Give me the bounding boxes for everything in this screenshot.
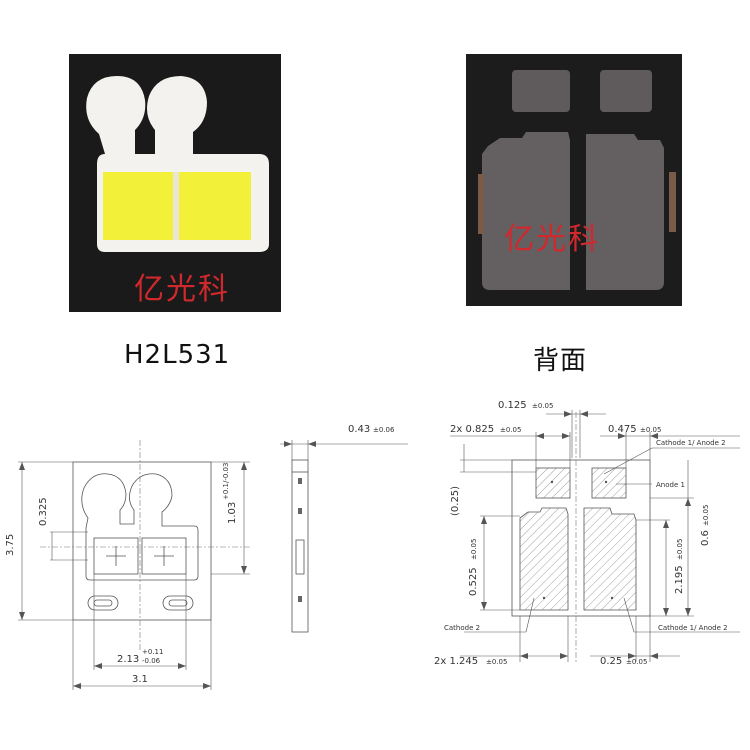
back-dim-right-low: 2.195 bbox=[674, 565, 685, 594]
back-dim-left-top: (0.25) bbox=[450, 486, 461, 516]
back-right-top-tol: ±0.05 bbox=[640, 426, 661, 434]
back-label-cathode1-anode2-top: Cathode 1/ Anode 2 bbox=[656, 439, 726, 447]
front-right-dim-label: 1.03 bbox=[227, 502, 238, 524]
front-inner-width-tol-top: +0.11 bbox=[142, 648, 163, 656]
back-drawing: 0.125 ±0.05 2x 0.825 ±0.05 0.475 ±0.05 C… bbox=[434, 400, 740, 667]
front-width-label: 3.1 bbox=[132, 674, 148, 685]
back-bottom-left-tol: ±0.05 bbox=[486, 658, 507, 666]
back-bottom-right-label: 0.25 bbox=[600, 656, 622, 667]
front-inner-width-label: 2.13 bbox=[117, 654, 139, 665]
back-dim-left-low-tol: ±0.05 bbox=[470, 539, 478, 560]
front-led-graphic bbox=[69, 54, 281, 312]
side-thickness-tol: ±0.06 bbox=[373, 426, 395, 434]
back-pad-width-tol: ±0.05 bbox=[500, 426, 521, 434]
front-watermark: 亿光科 bbox=[134, 272, 230, 307]
front-led-photo bbox=[69, 54, 281, 312]
back-label-cathode2: Cathode 2 bbox=[444, 624, 480, 632]
front-pad-offset-label: 0.325 bbox=[38, 497, 49, 526]
back-led-graphic bbox=[466, 54, 682, 306]
back-gap-top-label: 0.125 bbox=[498, 400, 527, 411]
back-label-anode1: Anode 1 bbox=[656, 481, 685, 489]
back-gap-top-tol: ±0.05 bbox=[532, 402, 553, 410]
back-pad-width-label: 2x 0.825 bbox=[450, 424, 494, 435]
front-drawing: 3.75 0.325 1.03 +0.1/-0.03 3.1 2.13 +0.1… bbox=[5, 440, 250, 690]
back-watermark: 亿光科 bbox=[504, 222, 600, 257]
back-dim-right-mid: 0.6 bbox=[700, 530, 711, 546]
side-thickness-label: 0.43 bbox=[348, 424, 370, 435]
front-height-label: 3.75 bbox=[5, 534, 16, 556]
back-dim-right-mid-tol: ±0.05 bbox=[702, 505, 710, 526]
back-dim-right-low-tol: ±0.05 bbox=[676, 539, 684, 560]
side-drawing: 0.43 ±0.06 bbox=[280, 424, 408, 633]
front-inner-width-tol-bot: -0.06 bbox=[142, 657, 161, 665]
back-right-top-label: 0.475 bbox=[608, 424, 637, 435]
back-label-cathode1-anode2-bottom: Cathode 1/ Anode 2 bbox=[658, 624, 728, 632]
back-dim-left-low: 0.525 bbox=[468, 567, 479, 596]
back-led-photo bbox=[466, 54, 682, 306]
front-right-dim-tol: +0.1/-0.03 bbox=[222, 463, 230, 500]
back-caption: 背面 bbox=[533, 346, 588, 376]
back-bottom-right-tol: ±0.05 bbox=[626, 658, 647, 666]
front-caption: H2L531 bbox=[124, 340, 231, 370]
back-bottom-left-label: 2x 1.245 bbox=[434, 656, 478, 667]
